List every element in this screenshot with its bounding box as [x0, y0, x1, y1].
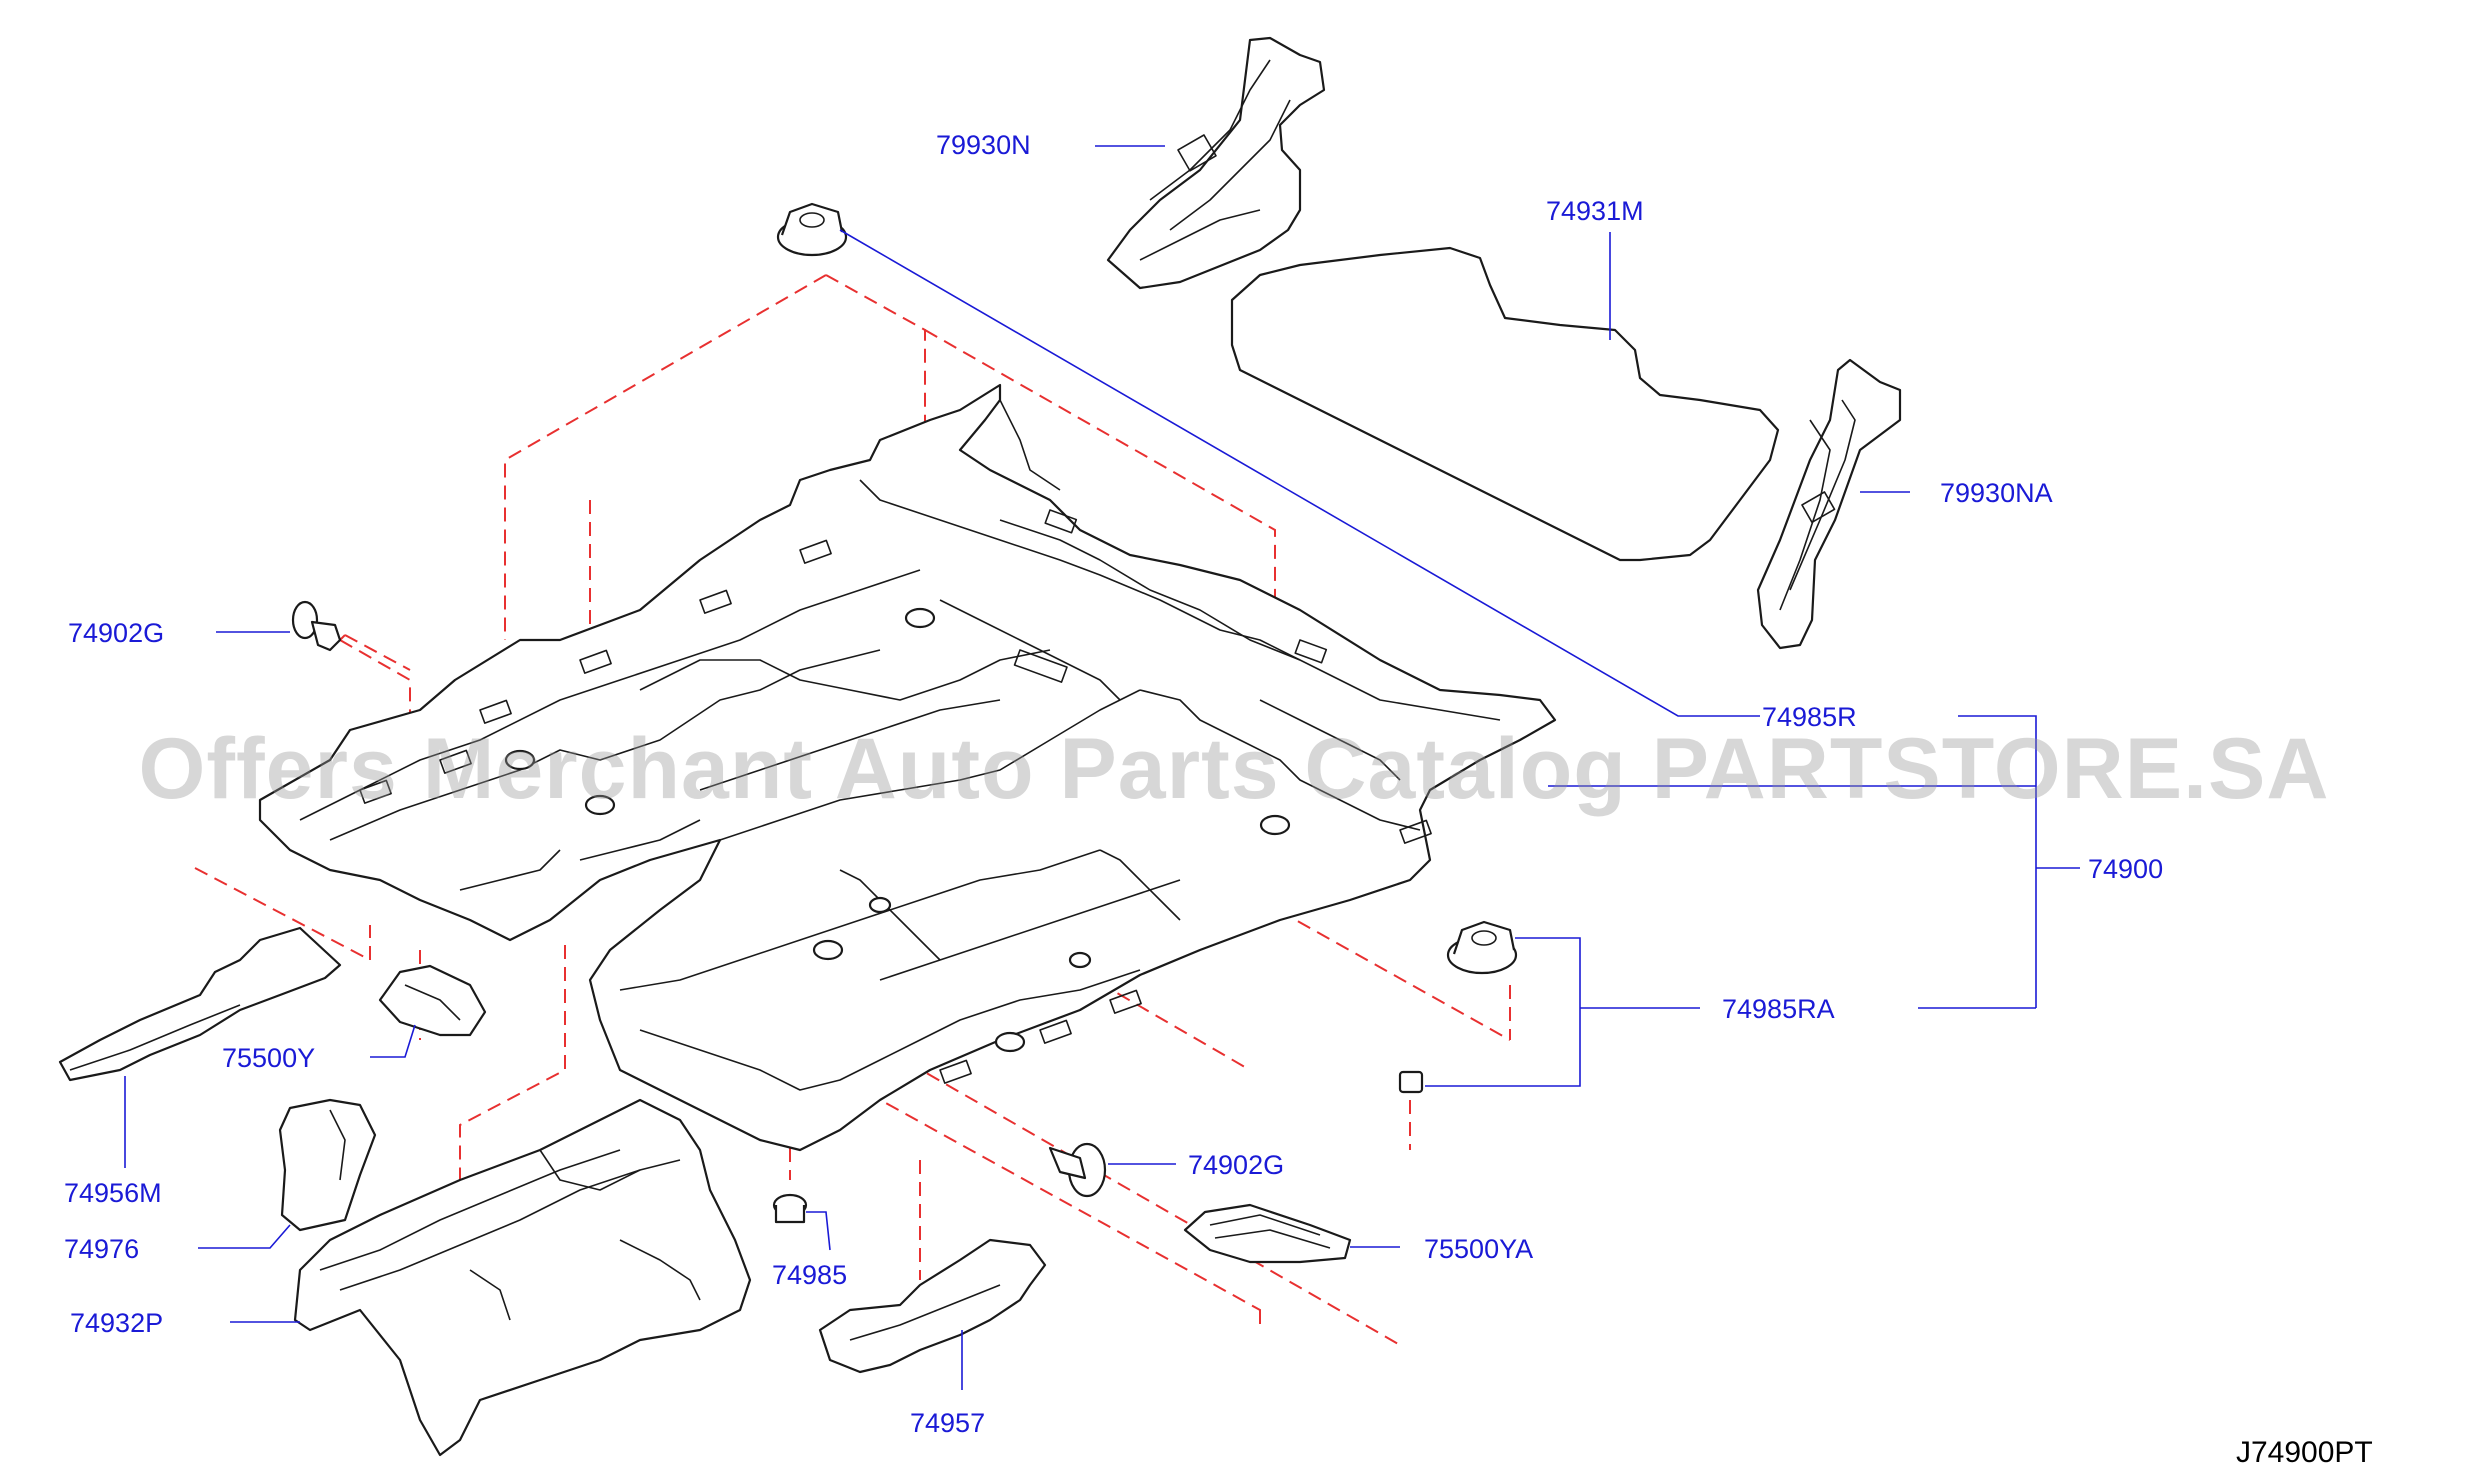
- label-74902G-top[interactable]: 74902G: [68, 618, 165, 648]
- label-74985R[interactable]: 74985R: [1762, 702, 1857, 732]
- panel-75500YA: [1183, 1203, 1352, 1264]
- label-74902G-bottom[interactable]: 74902G: [1188, 1150, 1285, 1180]
- nut-74985: [772, 1193, 808, 1224]
- label-75500YA[interactable]: 75500YA: [1424, 1234, 1534, 1264]
- floor-carpet-74900: [258, 383, 1557, 1152]
- pin-74902G-a: [291, 600, 342, 652]
- label-75500Y[interactable]: 75500Y: [222, 1043, 316, 1073]
- small-clip: [1398, 1070, 1424, 1094]
- pin-74902G-b: [1048, 1142, 1107, 1198]
- label-79930N[interactable]: 79930N: [936, 130, 1031, 160]
- panel-75500Y: [378, 964, 487, 1037]
- label-74985RA[interactable]: 74985RA: [1722, 994, 1835, 1024]
- label-74956M[interactable]: 74956M: [64, 1178, 162, 1208]
- label-74957[interactable]: 74957: [910, 1408, 986, 1438]
- label-74931M[interactable]: 74931M: [1546, 196, 1644, 226]
- label-74900[interactable]: 74900: [2088, 854, 2164, 884]
- insulator-79930N: [1106, 36, 1326, 290]
- rear-mat-74931M: [1230, 246, 1780, 562]
- insulator-79930NA: [1756, 358, 1902, 650]
- panel-74956M: [58, 926, 342, 1082]
- tunnel-74932P: [293, 1098, 752, 1457]
- clip-74985RA: [1446, 920, 1518, 975]
- block-74976: [278, 1098, 377, 1232]
- leader-lines: [124, 145, 2080, 1390]
- diagram-code: J74900PT: [2236, 1436, 2373, 1469]
- label-74985[interactable]: 74985: [772, 1260, 848, 1290]
- watermark: Offers Merchant Auto Parts Catalog PARTS…: [138, 721, 2330, 817]
- label-79930NA[interactable]: 79930NA: [1940, 478, 2053, 508]
- label-74932P[interactable]: 74932P: [70, 1308, 164, 1338]
- panel-74957: [818, 1238, 1047, 1374]
- clip-74985R: [776, 202, 848, 257]
- label-74976[interactable]: 74976: [64, 1234, 140, 1264]
